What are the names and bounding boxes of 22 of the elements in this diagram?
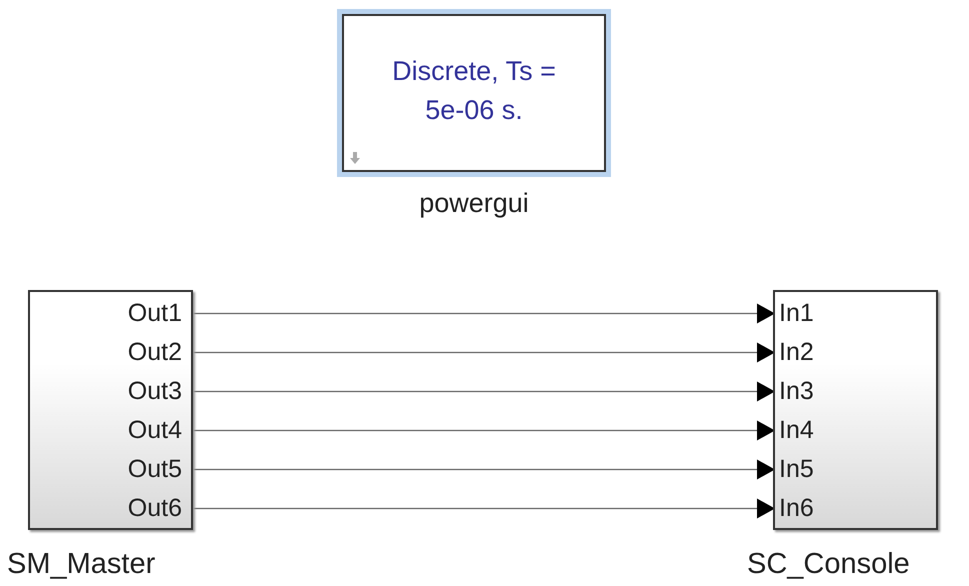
signal-arrow — [191, 304, 775, 324]
signal-arrow — [191, 382, 775, 402]
signal-arrow — [191, 420, 775, 440]
output-port-label: Out3 — [128, 372, 191, 411]
input-port-label: In3 — [775, 372, 814, 411]
input-port-label: In6 — [775, 489, 814, 528]
input-port-label: In5 — [775, 450, 814, 489]
input-port-label: In2 — [775, 333, 814, 372]
output-port-label: Out5 — [128, 450, 191, 489]
signal-arrow — [191, 460, 775, 480]
output-port-label: Out4 — [128, 411, 191, 450]
output-port-label: Out1 — [128, 294, 191, 333]
block-name: SM_Master — [7, 548, 156, 581]
block-name: SC_Console — [747, 548, 910, 581]
output-port-label: Out6 — [128, 489, 191, 528]
block-name: powergui — [418, 188, 530, 219]
block-parameter-text: Discrete, Ts = 5e-06 s. — [391, 55, 557, 127]
signal-arrow — [191, 498, 775, 518]
input-port-label: In1 — [775, 294, 814, 333]
output-port-label: Out2 — [128, 333, 191, 372]
input-port-label: In4 — [775, 411, 814, 450]
signal-arrow — [191, 342, 775, 362]
